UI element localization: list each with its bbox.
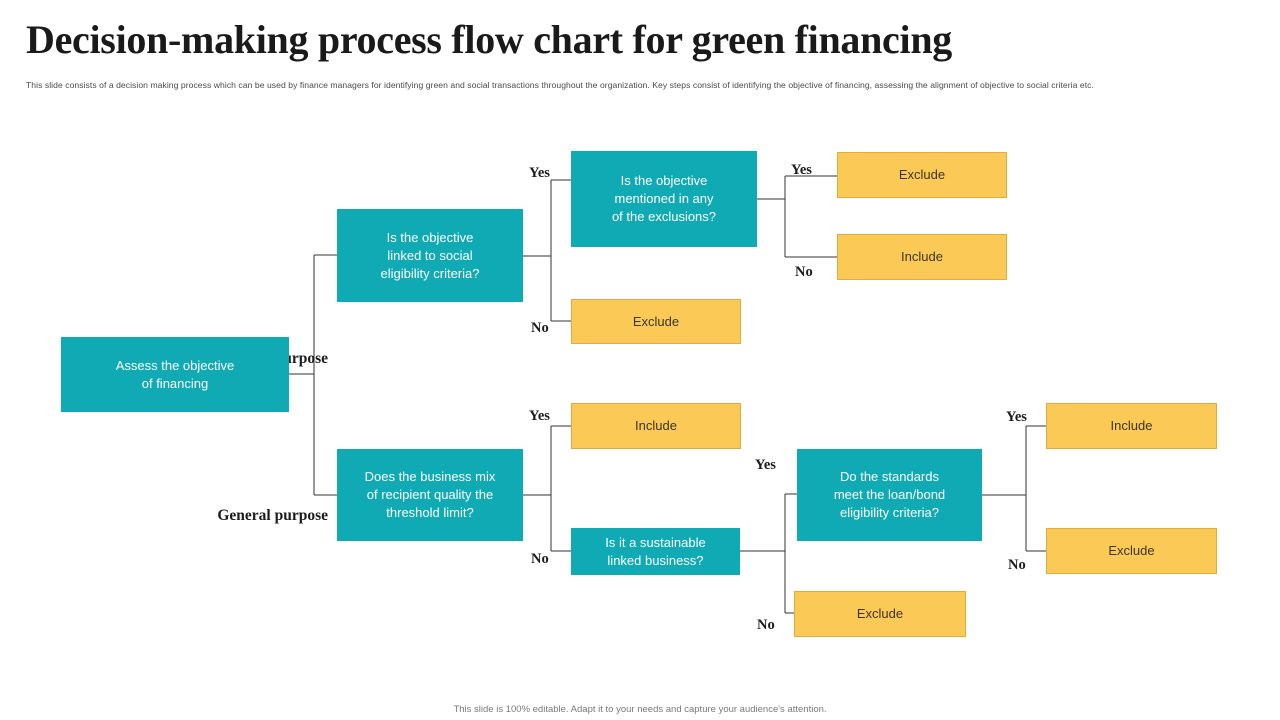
- node-include-right[interactable]: Include: [1046, 403, 1217, 449]
- slide-description: This slide consists of a decision making…: [26, 80, 1094, 90]
- edge-label-sustainable-yes: Yes: [755, 457, 776, 473]
- node-include-top[interactable]: Include: [837, 234, 1007, 280]
- flowchart: Dedicated purpose General purpose Yes No…: [0, 120, 1280, 690]
- node-exclude-middle[interactable]: Exclude: [571, 299, 741, 344]
- edge-label-exclusions-yes: Yes: [791, 162, 812, 178]
- edge-label-social-yes: Yes: [529, 165, 550, 181]
- node-exclude-bottom[interactable]: Exclude: [794, 591, 966, 637]
- edge-label-social-no: No: [531, 320, 549, 336]
- edge-label-mix-no: No: [531, 551, 549, 567]
- branch-label-general-purpose: General purpose: [217, 507, 328, 524]
- edge-label-sustainable-no: No: [757, 617, 775, 633]
- page-title: Decision-making process flow chart for g…: [26, 17, 952, 62]
- edge-label-standards-yes: Yes: [1006, 409, 1027, 425]
- connector-lines: [289, 175, 1046, 614]
- edge-label-mix-yes: Yes: [529, 408, 550, 424]
- edge-label-standards-no: No: [1008, 557, 1026, 573]
- node-exclude-right[interactable]: Exclude: [1046, 528, 1217, 574]
- node-exclude-top[interactable]: Exclude: [837, 152, 1007, 198]
- edge-label-exclusions-no: No: [795, 264, 813, 280]
- footer-note: This slide is 100% editable. Adapt it to…: [453, 704, 827, 715]
- node-include-lower[interactable]: Include: [571, 403, 741, 449]
